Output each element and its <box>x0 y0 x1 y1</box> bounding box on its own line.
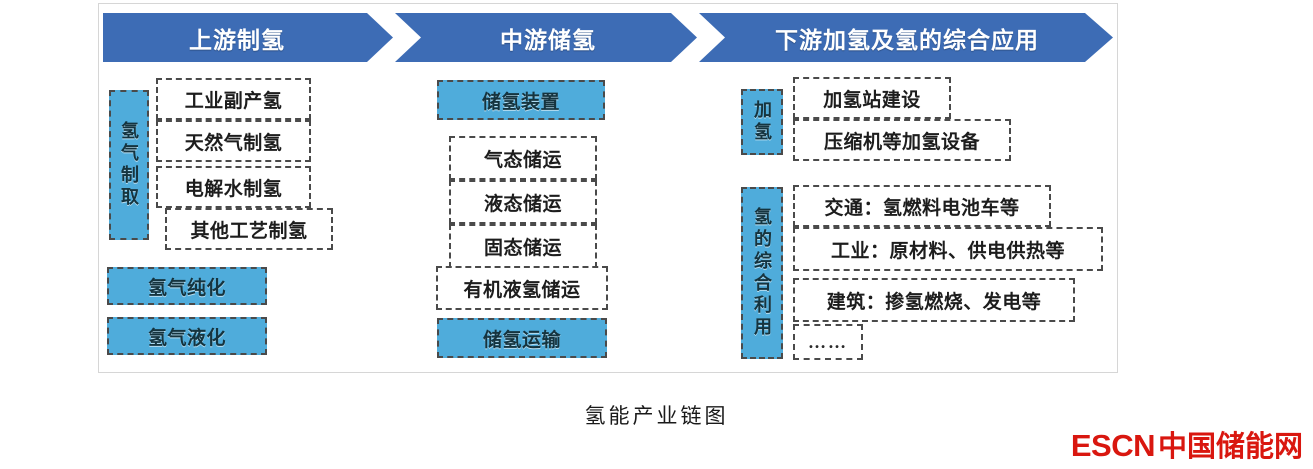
downstream-item-station-construction: 加氢站建设 <box>793 77 951 119</box>
stage-header-midstream-label: 中游储氢 <box>500 26 596 53</box>
upstream-extra-liquefaction: 氢气液化 <box>107 317 267 355</box>
midstream-item-solid: 固态储运 <box>449 224 597 268</box>
midstream-item-1-label: 液态储运 <box>483 193 562 215</box>
midstream-item-3-label: 有机液氢储运 <box>463 279 581 301</box>
downstream-group-b-label: 氢的综合利用 <box>741 187 783 359</box>
figure-caption: 氢能产业链图 <box>0 400 1313 430</box>
downstream-item-industry-sector: 工业：原材料、供电供热等 <box>793 227 1103 271</box>
hydrogen-value-chain-diagram: 上游制氢 中游储氢 下游加氢及氢的综合应用 氢气制取 工业副产氢 天然气制氢 电… <box>98 3 1118 373</box>
downstream-b-item-0-label: 交通：氢燃料电池车等 <box>824 197 1020 219</box>
midstream-bottom-label: 储氢运输 <box>482 329 561 351</box>
downstream-item-ellipsis: …… <box>793 324 863 360</box>
midstream-transport: 储氢运输 <box>437 318 607 358</box>
downstream-group-a-label-text: 加氢 <box>752 100 772 144</box>
downstream-item-compressor-equipment: 压缩机等加氢设备 <box>793 119 1011 161</box>
downstream-b-item-3-label: …… <box>808 331 848 352</box>
upstream-extra-0-label: 氢气纯化 <box>147 277 226 299</box>
downstream-a-item-0-label: 加氢站建设 <box>823 89 921 111</box>
escn-logo-chinese: 中国储能网 <box>1157 431 1303 463</box>
midstream-top-label: 储氢装置 <box>481 91 560 113</box>
upstream-group-label-text: 氢气制取 <box>119 121 139 209</box>
upstream-item-other-process: 其他工艺制氢 <box>165 208 333 250</box>
figure-caption-text: 氢能产业链图 <box>584 404 729 428</box>
stage-header-band: 上游制氢 中游储氢 下游加氢及氢的综合应用 <box>99 13 1119 62</box>
midstream-storage-device: 储氢装置 <box>437 80 605 120</box>
downstream-group-b-label-text: 氢的综合利用 <box>752 207 772 339</box>
downstream-b-item-2-label: 建筑：掺氢燃烧、发电等 <box>826 291 1042 313</box>
upstream-group-label: 氢气制取 <box>109 90 149 240</box>
escn-logo-english: ESCN <box>1070 428 1156 463</box>
stage-header-downstream-label: 下游加氢及氢的综合应用 <box>775 26 1039 53</box>
downstream-item-transport-sector: 交通：氢燃料电池车等 <box>793 185 1051 227</box>
upstream-extra-1-label: 氢气液化 <box>147 327 226 349</box>
midstream-item-liquid: 液态储运 <box>449 180 597 224</box>
downstream-b-item-1-label: 工业：原材料、供电供热等 <box>830 240 1065 262</box>
midstream-item-gaseous: 气态储运 <box>449 136 597 180</box>
midstream-item-0-label: 气态储运 <box>483 149 562 171</box>
upstream-item-2-label: 电解水制氢 <box>184 178 283 200</box>
upstream-item-0-label: 工业副产氢 <box>184 90 283 112</box>
upstream-item-industrial-byproduct: 工业副产氢 <box>156 78 311 120</box>
stage-header-upstream-label: 上游制氢 <box>189 26 285 53</box>
midstream-item-organic-liquid: 有机液氢储运 <box>436 266 608 310</box>
stage-header-midstream: 中游储氢 <box>395 13 697 62</box>
stage-header-upstream: 上游制氢 <box>103 13 393 62</box>
upstream-extra-purification: 氢气纯化 <box>107 267 267 305</box>
upstream-item-natural-gas: 天然气制氢 <box>156 120 311 162</box>
upstream-item-3-label: 其他工艺制氢 <box>190 220 308 242</box>
upstream-item-electrolysis: 电解水制氢 <box>156 166 311 208</box>
midstream-item-2-label: 固态储运 <box>483 237 562 259</box>
downstream-a-item-1-label: 压缩机等加氢设备 <box>823 131 980 153</box>
escn-logo: ESCN 中国储能网 <box>1071 423 1303 465</box>
stage-header-downstream: 下游加氢及氢的综合应用 <box>699 13 1113 62</box>
upstream-item-1-label: 天然气制氢 <box>184 132 283 154</box>
downstream-group-a-label: 加氢 <box>741 89 783 155</box>
downstream-item-building-sector: 建筑：掺氢燃烧、发电等 <box>793 278 1075 322</box>
